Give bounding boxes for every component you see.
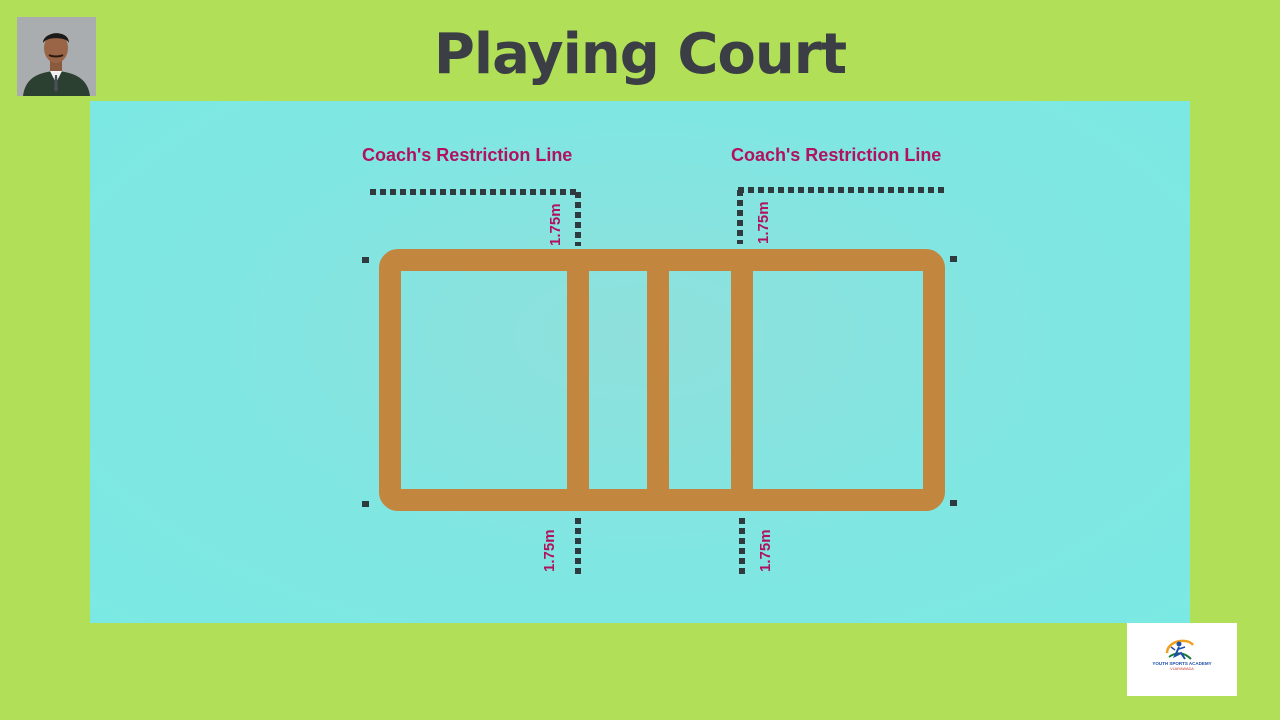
restriction-label-left: Coach's Restriction Line bbox=[362, 145, 572, 165]
restriction-label-left-group: Coach's Restriction Line bbox=[362, 145, 572, 165]
presenter-avatar bbox=[17, 17, 96, 96]
corner-mark-bottom-left bbox=[362, 501, 369, 507]
restriction-label-right: Coach's Restriction Line bbox=[731, 145, 941, 165]
logo-line-2: VIJAYAWADA bbox=[1170, 667, 1194, 671]
diagram-panel bbox=[90, 101, 1190, 623]
distance-label-top-right: 1.75m bbox=[755, 201, 772, 244]
restriction-label-right-group: Coach's Restriction Line bbox=[731, 145, 941, 165]
corner-mark-bottom-right bbox=[950, 500, 957, 506]
distance-label-bottom-left: 1.75m bbox=[541, 529, 558, 572]
academy-logo: YOUTH SPORTS ACADEMY VIJAYAWADA bbox=[1127, 623, 1237, 696]
person-photo-icon bbox=[17, 17, 96, 96]
corner-mark-top-left bbox=[362, 257, 369, 263]
page-title: Playing Court bbox=[433, 22, 847, 87]
corner-mark-top-right bbox=[950, 256, 957, 262]
distance-label-bottom-right: 1.75m bbox=[757, 529, 774, 572]
logo-line-1: YOUTH SPORTS ACADEMY bbox=[1152, 661, 1211, 666]
academy-logo-icon: YOUTH SPORTS ACADEMY VIJAYAWADA bbox=[1152, 639, 1212, 671]
distance-label-top-left: 1.75m bbox=[547, 203, 564, 246]
